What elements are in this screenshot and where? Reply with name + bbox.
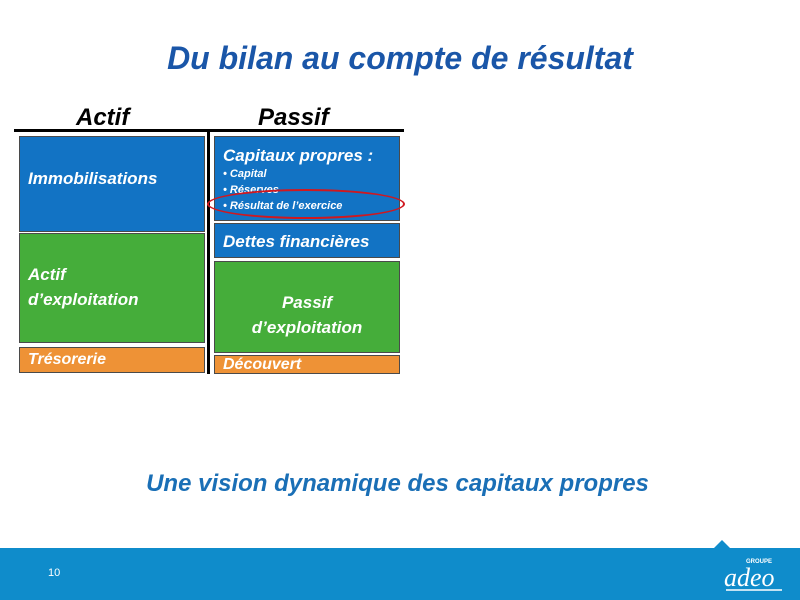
immobilisations-label: Immobilisations: [28, 169, 158, 188]
resultat-highlight-ellipse: [207, 189, 405, 219]
passif-exploitation-box: Passif d’exploitation: [214, 261, 400, 353]
slide-subtitle: Une vision dynamique des capitaux propre…: [146, 470, 649, 497]
actif-exploitation-label-line2: d’exploitation: [28, 290, 139, 309]
passif-header: Passif: [258, 104, 329, 131]
actif-exploitation-label-line1: Actif: [28, 265, 66, 284]
page-number: 10: [48, 567, 61, 579]
balance-vertical-line: [207, 130, 210, 374]
passif-exploitation-label-line2: d’exploitation: [251, 318, 363, 337]
dettes-financieres-box: Dettes financières: [214, 223, 400, 258]
footer-bar: [0, 548, 800, 600]
list-item-capital: Capital: [223, 166, 342, 182]
capitaux-propres-label: Capitaux propres :: [223, 146, 374, 165]
passif-exploitation-label-line1: Passif: [281, 293, 333, 312]
decouvert-box: Découvert: [214, 355, 400, 374]
logo-adeo-text: adeo: [724, 563, 775, 592]
dettes-financieres-label: Dettes financières: [223, 232, 370, 251]
adeo-logo: GROUPE adeo: [724, 559, 782, 592]
footer-notch: [712, 540, 732, 550]
actif-header: Actif: [76, 104, 130, 131]
tresorerie-box: Trésorerie: [19, 347, 205, 373]
actif-exploitation-box: Actif d’exploitation: [19, 233, 205, 343]
slide-title: Du bilan au compte de résultat: [167, 40, 633, 76]
decouvert-label: Découvert: [223, 356, 302, 373]
logo-groupe-text: GROUPE: [746, 559, 772, 565]
tresorerie-label: Trésorerie: [28, 351, 106, 368]
immobilisations-box: Immobilisations: [19, 136, 205, 232]
